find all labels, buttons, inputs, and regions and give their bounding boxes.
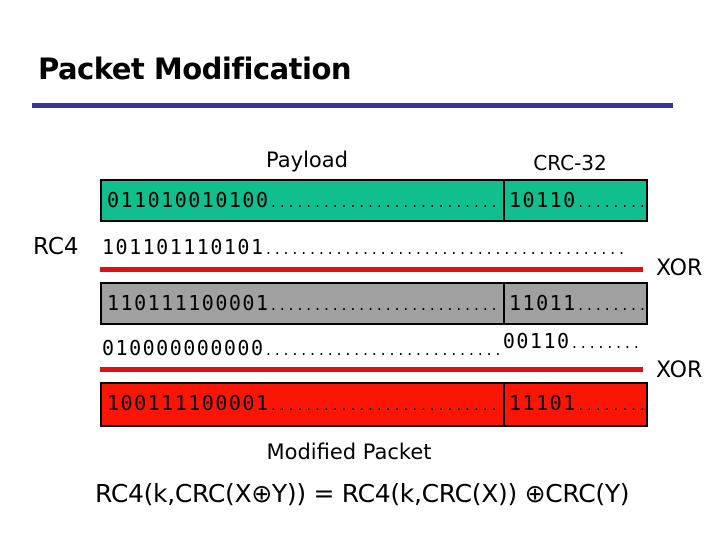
- dots-leader: ..........................: [269, 299, 499, 314]
- modified-crc-bits: 11101: [509, 391, 577, 415]
- rc4-label: RC4: [33, 234, 79, 260]
- dots-leader: ..........................: [269, 399, 499, 414]
- keystream-row: 101101110101............................…: [102, 236, 626, 262]
- dots-leader: ..........................: [269, 196, 499, 211]
- dots-leader: ........: [576, 399, 646, 414]
- delta-crc-group: 00110........: [503, 330, 642, 352]
- slide-title: Packet Modification: [38, 52, 352, 86]
- modified-payload-cell: 100111100001..........................: [102, 384, 503, 425]
- plaintext-packet-box: 011010010100.......................... 1…: [100, 179, 648, 222]
- dots-leader: ...........................: [264, 344, 503, 359]
- xor-divider-rule-2: [100, 367, 643, 372]
- xor-label-2: XOR: [656, 358, 703, 383]
- ciphertext-crc-bits: 11011: [509, 291, 577, 315]
- ciphertext-crc-cell: 11011........: [503, 284, 646, 323]
- dots-leader: ........: [576, 299, 646, 314]
- delta-row: 010000000000...........................0…: [102, 330, 641, 363]
- crc32-column-label: CRC-32: [533, 151, 607, 175]
- dots-leader: ........: [570, 337, 642, 352]
- delta-crc-bits: 00110: [502, 329, 571, 353]
- xor-label-1: XOR: [656, 256, 703, 281]
- modified-crc-cell: 11101........: [503, 384, 646, 425]
- plaintext-crc-bits: 10110: [509, 188, 577, 212]
- modified-payload-bits: 100111100001: [107, 391, 270, 415]
- modified-packet-box: 100111100001.......................... 1…: [100, 382, 648, 427]
- dots-leader: ........: [576, 196, 646, 211]
- ciphertext-payload-bits: 110111100001: [107, 291, 270, 315]
- xor-divider-rule-1: [100, 267, 643, 272]
- plaintext-crc-cell: 10110........: [503, 181, 646, 220]
- dots-leader: ........................................…: [264, 243, 627, 258]
- rc4-crc-formula: RC4(k,CRC(X⊕Y)) = RC4(k,CRC(X)) ⊕CRC(Y): [95, 479, 630, 508]
- plaintext-payload-cell: 011010010100..........................: [102, 181, 503, 220]
- delta-bits: 010000000000: [102, 336, 265, 360]
- plaintext-payload-bits: 011010010100: [107, 188, 270, 212]
- modified-packet-label: Modified Packet: [266, 440, 432, 464]
- payload-column-label: Payload: [266, 148, 348, 172]
- ciphertext-packet-box: 110111100001.......................... 1…: [100, 282, 648, 325]
- title-underline-rule: [32, 103, 673, 108]
- keystream-bits: 101101110101: [102, 235, 265, 259]
- ciphertext-payload-cell: 110111100001..........................: [102, 284, 503, 323]
